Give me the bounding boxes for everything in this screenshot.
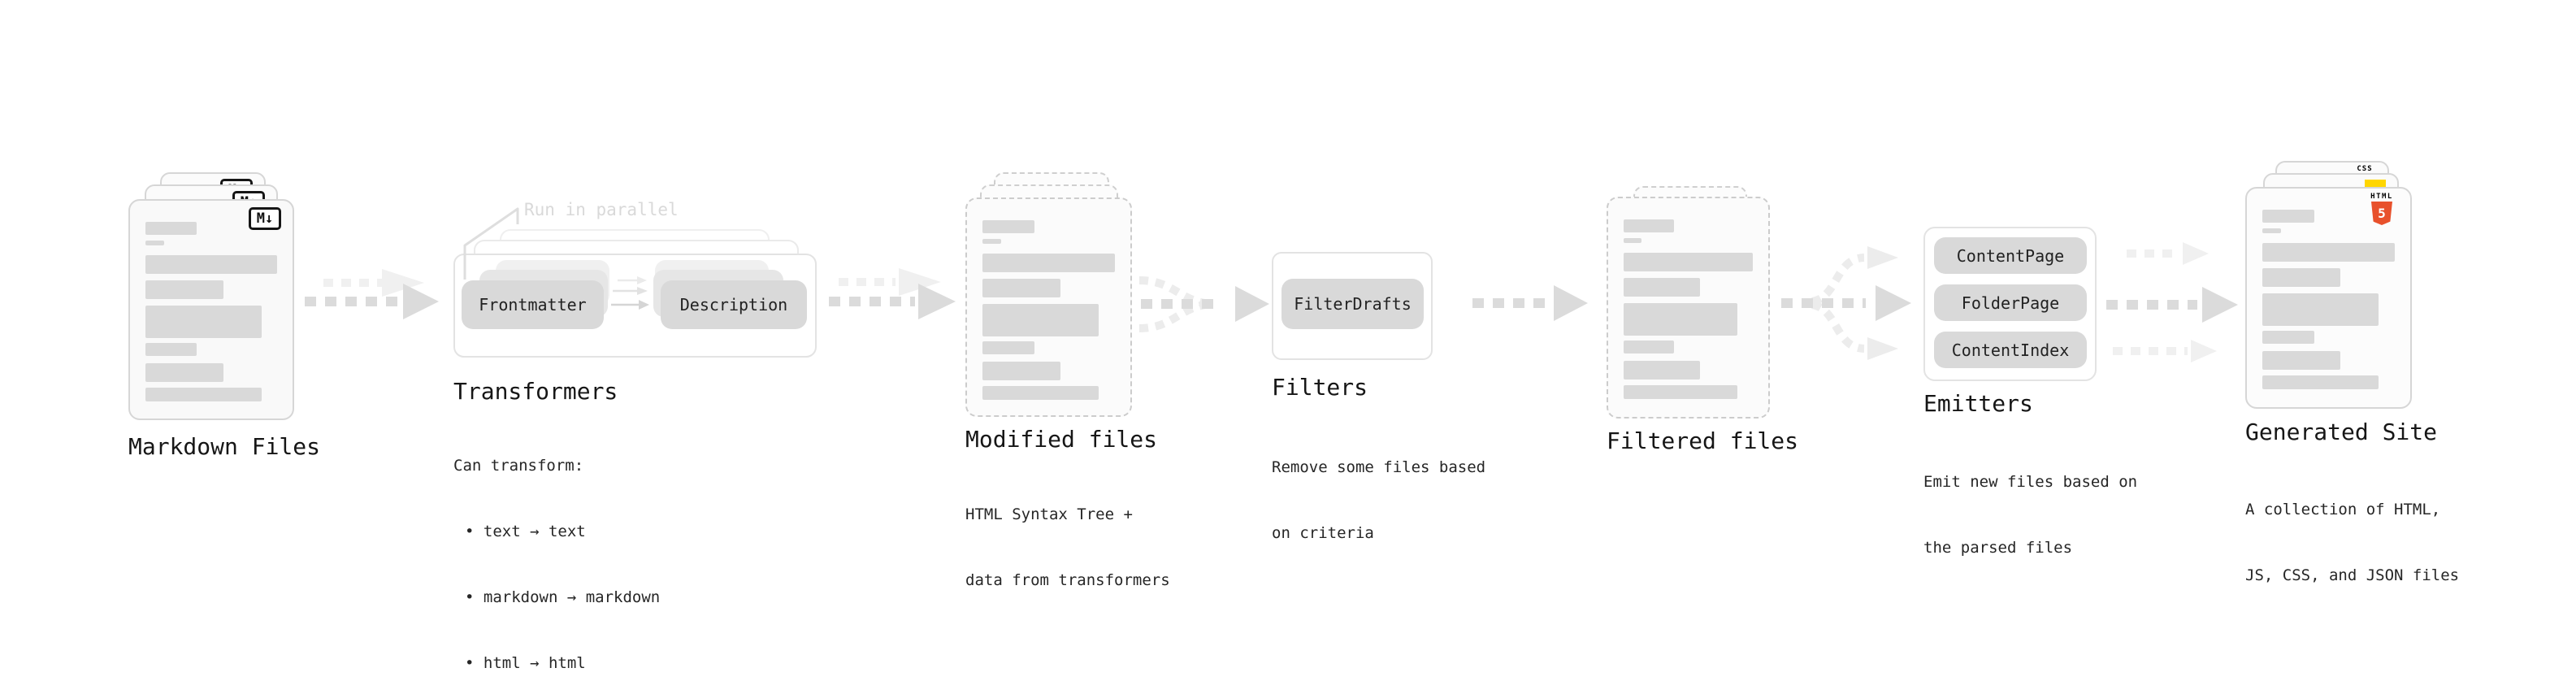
transformers-caption: Can transform: • text → text • markdown … (453, 411, 660, 681)
generated-site-card: HTML 5 (2245, 187, 2412, 409)
caption-line: on criteria (1272, 524, 1374, 542)
arrow-markdown-to-transformers (305, 269, 439, 319)
arrow-filters-to-filtered (1472, 285, 1588, 321)
filtered-files-label: Filtered files (1607, 427, 1799, 454)
document-text-placeholder (145, 201, 277, 419)
markdown-file-card: M↓ (128, 199, 294, 420)
caption-line: the parsed files (1923, 539, 2073, 557)
caption-line: data from transformers (965, 571, 1170, 589)
caption-line: Remove some files based (1272, 458, 1486, 476)
arrow-filtered-to-emitters (1781, 246, 1911, 360)
modified-files-caption: HTML Syntax Tree + data from transformer… (965, 460, 1170, 635)
css-icon-text: CSS (2357, 165, 2373, 173)
modified-files-label: Modified files (965, 426, 1158, 453)
caption-line: Emit new files based on (1923, 473, 2138, 491)
caption-line: Can transform: (453, 457, 584, 475)
emitters-label: Emitters (1923, 390, 2033, 417)
markdown-icon: M↓ (249, 207, 281, 230)
filters-caption: Remove some files based on criteria (1272, 413, 1485, 588)
filterdrafts-box: FilterDrafts (1281, 279, 1424, 329)
arrow-modified-to-filters (1138, 276, 1269, 332)
generated-site-label: Generated Site (2245, 419, 2438, 445)
markdown-files-label: Markdown Files (128, 433, 321, 460)
contentpage-box: ContentPage (1934, 237, 2087, 274)
html5-icon-text: HTML (2370, 193, 2393, 201)
transformers-label: Transformers (453, 378, 618, 405)
emitters-caption: Emit new files based on the parsed files (1923, 427, 2137, 603)
arrow-transformers-to-modified (829, 268, 956, 319)
caption-line: • text → text (465, 523, 586, 540)
html5-shield: 5 (2371, 202, 2392, 225)
run-in-parallel-note: Run in parallel (524, 200, 679, 219)
generated-site-caption: A collection of HTML, JS, CSS, and JSON … (2245, 455, 2459, 631)
caption-line: • html → html (465, 654, 586, 672)
filtered-file-card (1607, 197, 1770, 419)
filters-label: Filters (1272, 374, 1368, 401)
arrow-emitters-to-generated (2106, 242, 2238, 362)
caption-line: A collection of HTML, (2245, 501, 2441, 518)
frontmatter-box: Frontmatter (462, 280, 604, 329)
description-box: Description (661, 280, 807, 329)
caption-line: JS, CSS, and JSON files (2245, 566, 2460, 584)
modified-file-card (965, 197, 1132, 417)
caption-line: HTML Syntax Tree + (965, 505, 1133, 523)
caption-line: • markdown → markdown (465, 588, 661, 606)
contentindex-box: ContentIndex (1934, 332, 2087, 368)
document-text-placeholder (1624, 198, 1753, 417)
document-text-placeholder (2262, 189, 2395, 407)
document-text-placeholder (982, 199, 1115, 415)
html5-icon: HTML 5 (2363, 193, 2400, 225)
folderpage-box: FolderPage (1934, 284, 2087, 321)
